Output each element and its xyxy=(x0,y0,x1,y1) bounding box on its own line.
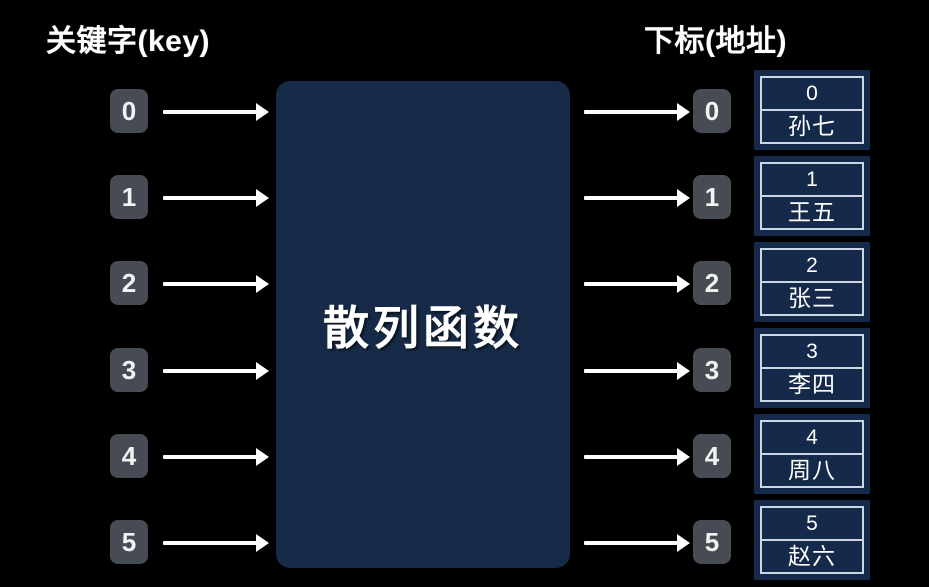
arrow-head-icon xyxy=(677,275,690,293)
table-slot-value: 周八 xyxy=(788,457,836,483)
arrow-head-icon xyxy=(256,534,269,552)
arrow-shaft xyxy=(163,369,257,373)
arrow-head-icon xyxy=(677,103,690,121)
table-slot-index: 4 xyxy=(762,422,862,455)
arrow-shaft xyxy=(163,110,257,114)
arrow-head-icon xyxy=(677,362,690,380)
key-to-function-arrow-icon xyxy=(163,189,269,207)
table-slot-value: 孙七 xyxy=(788,113,836,139)
arrow-head-icon xyxy=(677,534,690,552)
table-slot-index: 3 xyxy=(762,336,862,369)
arrow-shaft xyxy=(584,282,678,286)
index-chip[interactable]: 2 xyxy=(693,261,731,305)
arrow-head-icon xyxy=(256,448,269,466)
key-to-function-arrow-icon xyxy=(163,362,269,380)
arrow-head-icon xyxy=(256,362,269,380)
key-to-function-arrow-icon xyxy=(163,534,269,552)
index-chip[interactable]: 5 xyxy=(693,520,731,564)
key-chip[interactable]: 0 xyxy=(110,89,148,133)
arrow-shaft xyxy=(584,369,678,373)
arrow-shaft xyxy=(163,282,257,286)
function-to-index-arrow-icon xyxy=(584,103,690,121)
key-column-header: 关键字(key) xyxy=(46,25,211,58)
index-chip[interactable]: 0 xyxy=(693,89,731,133)
function-to-index-arrow-icon xyxy=(584,448,690,466)
table-slot-index: 0 xyxy=(762,78,862,111)
arrow-shaft xyxy=(584,455,678,459)
arrow-shaft xyxy=(163,196,257,200)
key-chip[interactable]: 2 xyxy=(110,261,148,305)
arrow-head-icon xyxy=(256,103,269,121)
arrow-head-icon xyxy=(256,275,269,293)
function-to-index-arrow-icon xyxy=(584,189,690,207)
arrow-head-icon xyxy=(677,189,690,207)
arrow-shaft xyxy=(163,455,257,459)
table-slot-index: 1 xyxy=(762,164,862,197)
key-to-function-arrow-icon xyxy=(163,103,269,121)
table-slot-index: 5 xyxy=(762,508,862,541)
function-to-index-arrow-icon xyxy=(584,275,690,293)
index-chip[interactable]: 1 xyxy=(693,175,731,219)
arrow-shaft xyxy=(584,110,678,114)
key-chip[interactable]: 4 xyxy=(110,434,148,478)
index-chip[interactable]: 4 xyxy=(693,434,731,478)
table-slot-value: 赵六 xyxy=(788,543,836,569)
arrow-shaft xyxy=(163,541,257,545)
table-slot-value: 王五 xyxy=(788,199,836,225)
arrow-shaft xyxy=(584,196,678,200)
table-slot-value: 李四 xyxy=(788,371,836,397)
table-slot-value: 张三 xyxy=(788,285,836,311)
key-chip[interactable]: 5 xyxy=(110,520,148,564)
key-to-function-arrow-icon xyxy=(163,275,269,293)
key-chip[interactable]: 3 xyxy=(110,348,148,392)
key-to-function-arrow-icon xyxy=(163,448,269,466)
index-chip[interactable]: 3 xyxy=(693,348,731,392)
function-to-index-arrow-icon xyxy=(584,534,690,552)
arrow-head-icon xyxy=(256,189,269,207)
arrow-shaft xyxy=(584,541,678,545)
hash-function-label: 散列函数 xyxy=(323,301,523,354)
hash-function-box: 散列函数 xyxy=(276,81,570,568)
function-to-index-arrow-icon xyxy=(584,362,690,380)
index-column-header: 下标(地址) xyxy=(644,25,787,58)
arrow-head-icon xyxy=(677,448,690,466)
table-slot-index: 2 xyxy=(762,250,862,283)
key-chip[interactable]: 1 xyxy=(110,175,148,219)
